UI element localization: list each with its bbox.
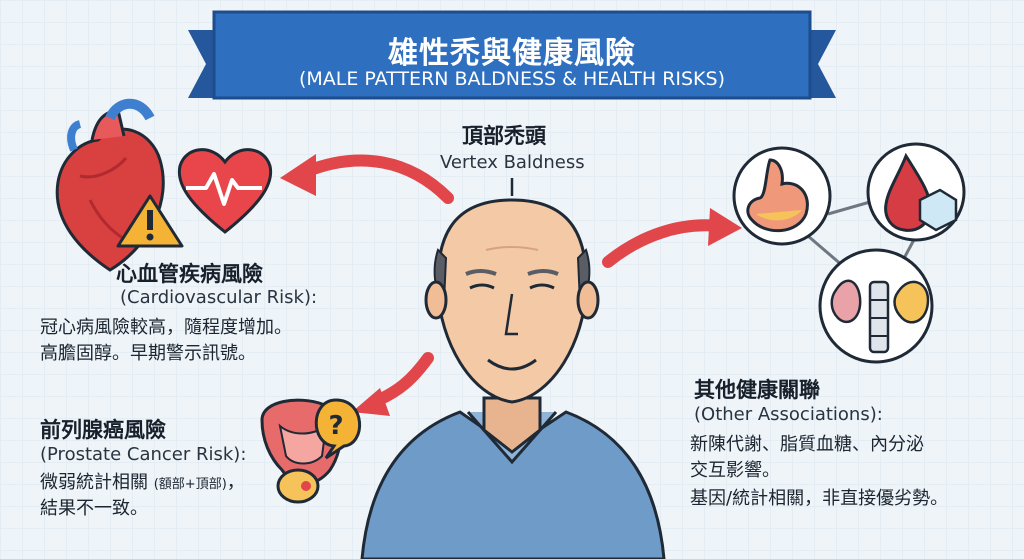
- other-line-1: 新陳代謝、脂質血糖、內分泌: [690, 434, 924, 455]
- other-subtitle: (Other Associations):: [694, 404, 883, 425]
- stomach-icon: [732, 146, 832, 246]
- page-title: 雄性禿與健康風險: [388, 36, 636, 71]
- other-line-2: 交互影響。: [690, 460, 780, 481]
- other-line-3: 基因/統計相關，非直接優劣勢。: [690, 488, 949, 509]
- prostate-line-1: 微弱統計相關 (額部+頂部)，: [40, 470, 245, 498]
- arrow-to-heart: [299, 154, 454, 204]
- prostate-title: 前列腺癌風險: [40, 418, 166, 442]
- arrow-head-prostate: [352, 388, 390, 416]
- arrow-head-heart: [280, 154, 316, 196]
- heart-pulse-icon: [177, 148, 273, 234]
- title-banner: [188, 10, 836, 100]
- question-bubble-icon: ?: [314, 398, 361, 460]
- page-subtitle: (MALE PATTERN BALDNESS & HEALTH RISKS): [298, 68, 725, 90]
- prostate-line-2: 結果不一致。: [40, 498, 148, 519]
- arrow-head-organs: [708, 208, 742, 246]
- warning-icon: [116, 194, 184, 248]
- cardio-line-1: 冠心病風險較高，隨程度增加。: [40, 317, 292, 338]
- arrow-to-organs: [602, 219, 724, 268]
- prostate-line-1-main: 微弱統計相關: [40, 472, 148, 493]
- other-title: 其他健康關聯: [694, 378, 820, 402]
- svg-text:?: ?: [328, 411, 343, 441]
- cardio-line-2: 高膽固醇。早期警示訊號。: [40, 343, 256, 364]
- thyroid-icon: [818, 248, 934, 364]
- cardio-subtitle: (Cardiovascular Risk):: [120, 287, 318, 308]
- prostate-subtitle: (Prostate Cancer Risk):: [40, 444, 247, 465]
- vertex-title: 頂部禿頭: [462, 124, 546, 148]
- prostate-line-1-note: (額部+頂部): [153, 477, 227, 492]
- man-illustration: [360, 178, 666, 559]
- vertex-subtitle: Vertex Baldness: [440, 152, 585, 173]
- cardio-title: 心血管疾病風險: [116, 262, 263, 286]
- blood-sugar-icon: [866, 142, 966, 242]
- prostate-line-1-end: ，: [226, 472, 245, 493]
- title-banner-text: 雄性禿與健康風險 (MALE PATTERN BALDNESS & HEALTH…: [214, 10, 810, 102]
